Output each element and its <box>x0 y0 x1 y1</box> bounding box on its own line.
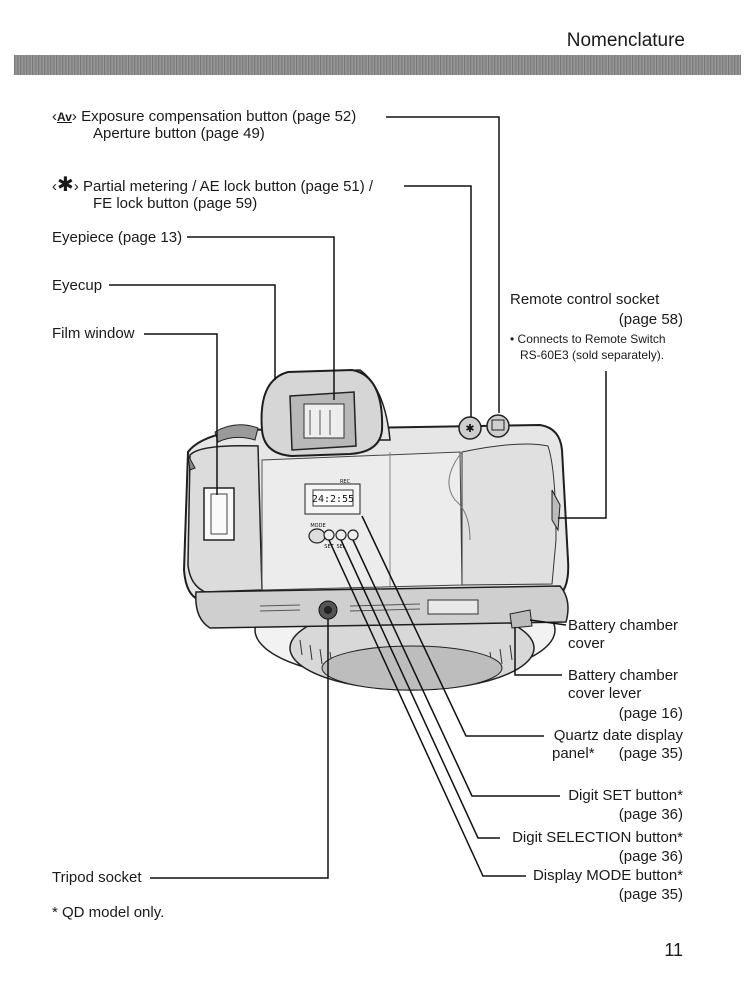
label-remote-socket: Remote control socket <box>510 291 660 308</box>
label-display-mode-page: (page 35) <box>618 886 683 903</box>
header-bar <box>14 55 741 75</box>
label-quartz-page: (page 35) <box>618 745 683 762</box>
camera-body: ✱ 24:2:55 REC MODE SET SEL <box>182 368 570 629</box>
label-digit-set-page: (page 36) <box>618 806 683 823</box>
label-partial-metering: ‹✱› Partial metering / AE lock button (p… <box>52 174 374 196</box>
date-display-digits: 24:2:55 <box>312 494 354 505</box>
label-digit-set: Digit SET button* <box>568 787 683 804</box>
label-exposure-compensation: ‹Av› Exposure compensation button (page … <box>52 108 357 125</box>
mode-label: MODE <box>310 523 325 529</box>
label-fe-lock: FE lock button (page 59) <box>93 195 258 212</box>
label-digit-selection: Digit SELECTION button* <box>512 829 683 846</box>
label-quartz-panel: panel* <box>552 745 595 762</box>
label-aperture: Aperture button (page 49) <box>93 125 265 142</box>
label-film-window: Film window <box>52 325 135 342</box>
label-battery-cover-2: cover <box>568 635 605 652</box>
section-title: Nomenclature <box>566 30 685 51</box>
label-display-mode: Display MODE button* <box>532 867 683 884</box>
rec-label: REC <box>340 479 351 485</box>
leader-lines <box>109 116 607 879</box>
set-label: SET <box>324 544 334 550</box>
label-battery-lever-2: cover lever <box>568 685 642 702</box>
sel-label: SEL <box>336 544 345 550</box>
footnote: * QD model only. <box>52 904 165 921</box>
label-battery-lever: Battery chamber <box>568 667 679 684</box>
asterisk-icon: ‹✱› <box>52 174 79 196</box>
label-eyepiece: Eyepiece (page 13) <box>52 229 183 246</box>
page-number: 11 <box>664 940 683 960</box>
svg-text:✱: ✱ <box>465 422 474 435</box>
label-digit-selection-page: (page 36) <box>618 848 683 865</box>
label-remote-note1: • Connects to Remote Switch <box>510 332 666 346</box>
label-remote-note2: RS-60E3 (sold separately). <box>520 348 665 362</box>
label-battery-lever-page: (page 16) <box>618 705 683 722</box>
label-quartz-display: Quartz date display <box>553 727 683 744</box>
label-remote-page: (page 58) <box>618 311 683 328</box>
label-tripod-socket: Tripod socket <box>52 869 142 886</box>
label-eyecup: Eyecup <box>52 277 103 294</box>
av-symbol: ‹Av› <box>52 108 77 125</box>
label-battery-cover: Battery chamber <box>568 617 679 634</box>
